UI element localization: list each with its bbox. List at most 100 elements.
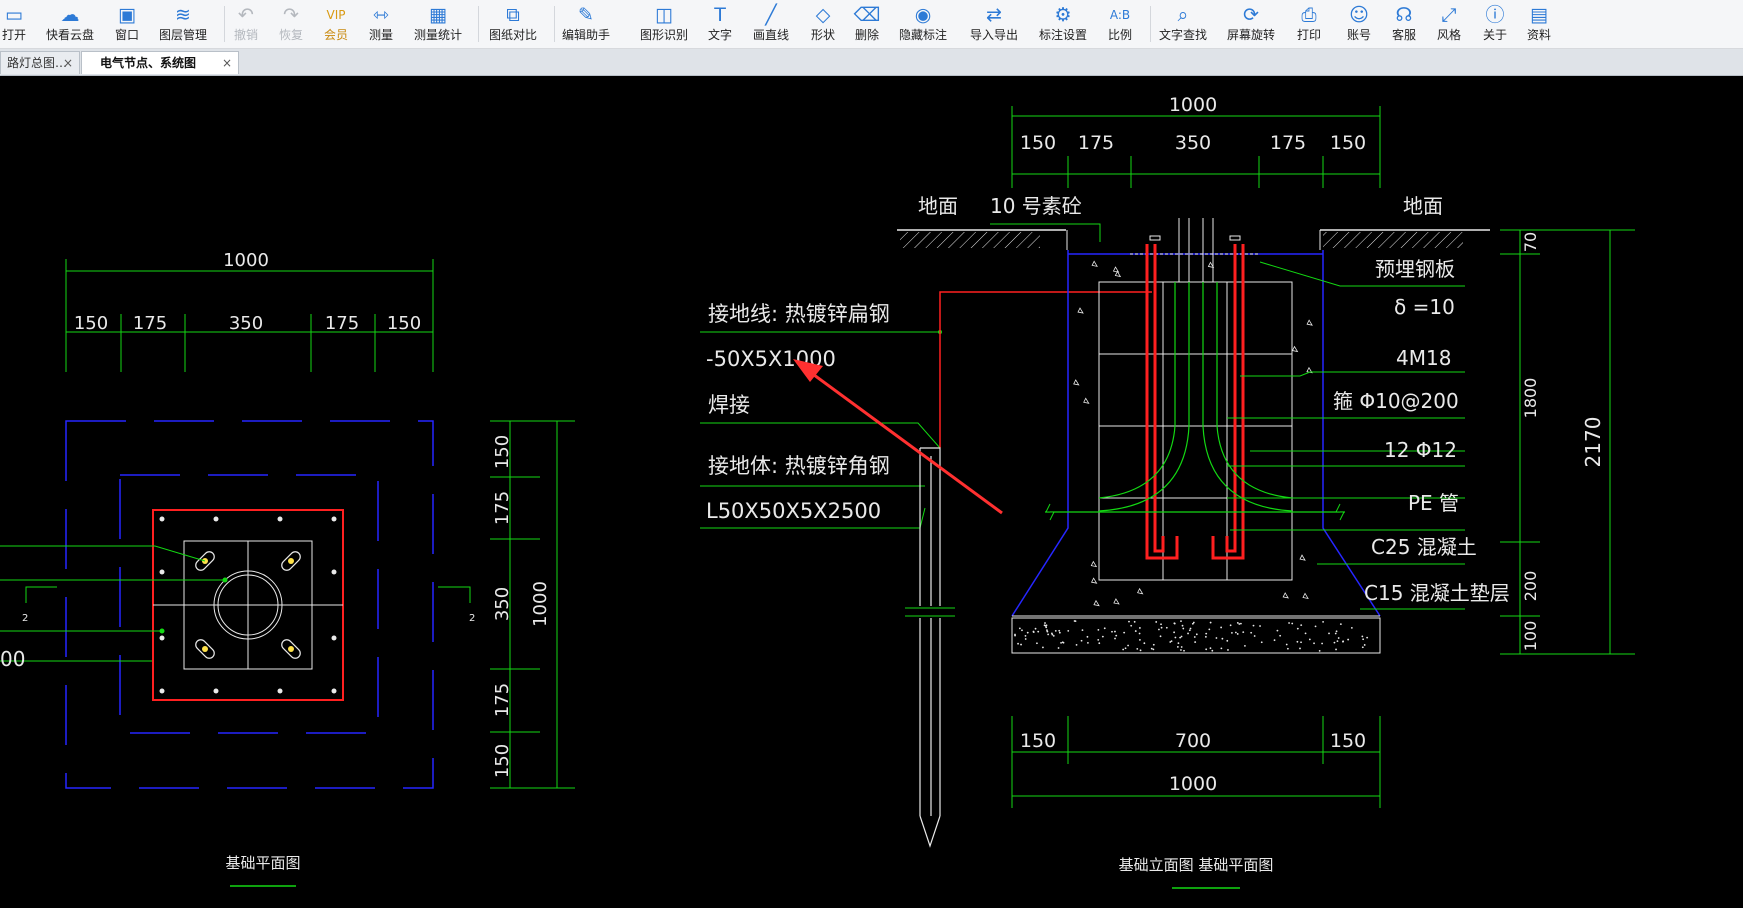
window-icon: ▣ <box>118 4 136 26</box>
measure-stats-button[interactable]: ▦ 测量统计 <box>408 0 468 48</box>
customer-service-button[interactable]: ☊ 客服 <box>1374 0 1434 48</box>
plan-partial-value: 00 <box>0 647 25 671</box>
pe-pipe-label: PE 管 <box>1408 491 1459 515</box>
delete-button[interactable]: ⌫删除 <box>837 0 897 48</box>
toolbar-label: 账号 <box>1346 28 1371 42</box>
eraser-icon: ⌫ <box>853 4 881 26</box>
style-button[interactable]: ⤢风格 <box>1419 0 1479 48</box>
ground-label-right: 地面 <box>1403 194 1443 218</box>
hide-annotation-button[interactable]: ◉隐藏标注 <box>893 0 953 48</box>
toolbar-label: 导入导出 <box>969 28 1018 42</box>
plan-side-dim: 150 <box>492 435 513 469</box>
cloud-drive-button[interactable]: ☁快看云盘 <box>40 0 100 48</box>
layer-manager-button[interactable]: ≋图层管理 <box>153 0 213 48</box>
tab-electrical-nodes[interactable]: 电气节点、系统图 × <box>81 51 239 74</box>
ground-hatch <box>897 229 1490 250</box>
measure-button[interactable]: ⇿测量 <box>351 0 411 48</box>
undo-button[interactable]: ↶撤销 <box>216 0 276 48</box>
toolbar-label: 资料 <box>1526 28 1551 42</box>
close-icon[interactable]: × <box>62 56 73 70</box>
toolbar-label: 测量统计 <box>413 28 462 42</box>
toolbar-separator <box>1150 6 1151 42</box>
plan-blue-outline <box>65 420 434 789</box>
stirrup-label: 箍 Φ10@200 <box>1333 389 1459 413</box>
section-right-dimension <box>1500 229 1635 655</box>
section-view: 1000 150 175 350 175 150 地面 10 号素砼 地面 <box>897 94 1635 889</box>
redo-icon: ↷ <box>283 4 299 26</box>
rotate-screen-icon: ⟳ <box>1243 4 1259 26</box>
tab-label: 电气节点、系统图 <box>100 56 197 70</box>
section-side-dim: 1800 <box>1521 378 1540 419</box>
close-icon[interactable]: × <box>221 56 232 70</box>
tab-streetlight-plan[interactable]: 路灯总图… × <box>0 51 80 74</box>
shape-recognition-button[interactable]: ◫图形识别 <box>634 0 694 48</box>
shape-icon: ◇ <box>815 4 831 26</box>
folder-open-icon: ▭ <box>5 4 23 26</box>
annotation-settings-icon: ⚙ <box>1054 4 1072 26</box>
plan-side-dim: 175 <box>492 683 513 717</box>
edit-assistant-icon: ✎ <box>578 4 594 26</box>
section-side-total: 2170 <box>1581 417 1605 468</box>
cloud-icon: ☁ <box>60 4 80 26</box>
drawing-canvas[interactable]: 1000 150 175 350 175 150 <box>0 76 1743 904</box>
toolbar-label: 窗口 <box>114 28 139 42</box>
redo-button[interactable]: ↷恢复 <box>261 0 321 48</box>
plan-side-dim: 175 <box>492 491 513 525</box>
plan-dim: 175 <box>325 313 359 334</box>
text-search-button[interactable]: ⌕文字查找 <box>1153 0 1213 48</box>
materials-icon: ▤ <box>1530 4 1548 26</box>
vip-icon: VIP <box>326 8 346 22</box>
toolbar-label: 客服 <box>1391 28 1416 42</box>
rod-break-marks <box>905 607 955 617</box>
plan-bolt-slots <box>195 551 301 659</box>
user-icon: ☺ <box>1349 4 1369 26</box>
c25-concrete-label: C25 混凝土 <box>1371 535 1477 559</box>
headset-icon: ☊ <box>1395 4 1413 26</box>
foundation-interior <box>1011 218 1381 654</box>
plan-total-width: 1000 <box>223 250 269 271</box>
plan-side-dim: 350 <box>492 587 513 621</box>
measure-stats-icon: ▦ <box>429 4 447 26</box>
grounding-body-spec: L50X50X5X2500 <box>706 499 881 523</box>
toolbar-separator <box>554 6 555 42</box>
drawing-compare-button[interactable]: ⧉图纸对比 <box>483 0 543 48</box>
draw-line-button[interactable]: ╱画直线 <box>741 0 801 48</box>
account-button[interactable]: ☺ 账号 <box>1329 0 1389 48</box>
line-icon: ╱ <box>765 4 777 26</box>
toolbar-label: 屏幕旋转 <box>1226 28 1275 42</box>
import-export-icon: ⇄ <box>986 4 1002 26</box>
section-total-width: 1000 <box>1169 94 1217 116</box>
grounding-detail: 接地线: 热镀锌扁钢 -50X5X1000 焊接 接地体: 热镀锌角钢 L50X… <box>700 291 1152 848</box>
pe-pipe-curves <box>1045 282 1345 513</box>
annotation-settings-button[interactable]: ⚙标注设置 <box>1033 0 1093 48</box>
plan-side-dim: 150 <box>492 744 513 778</box>
shape-recognition-icon: ◫ <box>655 4 673 26</box>
toolbar-separator <box>224 6 225 42</box>
import-export-button[interactable]: ⇄ 导入导出 <box>964 0 1024 48</box>
bolt-spec-label: 4M18 <box>1396 346 1451 370</box>
anchor-bolts <box>1145 244 1245 560</box>
materials-button[interactable]: ▤ 资料 <box>1509 0 1569 48</box>
shape-button[interactable]: ◇形状 <box>793 0 853 48</box>
section-bottom-dim: 150 <box>1330 730 1366 752</box>
section-title: 基础立面图 基础平面图 <box>1119 856 1274 874</box>
section-bottom-dim: 150 <box>1020 730 1056 752</box>
rotate-screen-button[interactable]: ⟳ 屏幕旋转 <box>1221 0 1281 48</box>
open-button[interactable]: ▭打开 <box>0 0 44 48</box>
tab-label: 路灯总图… <box>7 56 68 70</box>
print-button[interactable]: ⎙打印 <box>1279 0 1339 48</box>
toolbar-label: 撤销 <box>233 28 258 42</box>
grounding-line-label: 接地线: 热镀锌扁钢 <box>708 302 890 326</box>
toolbar-label: 关于 <box>1482 28 1507 42</box>
bolt-nut-left <box>1149 235 1161 241</box>
edit-assistant-button[interactable]: ✎编辑助手 <box>556 0 616 48</box>
bolt-nut-right <box>1229 235 1241 241</box>
window-button[interactable]: ▣ 窗口 <box>97 0 157 48</box>
plan-dim: 175 <box>133 313 167 334</box>
section-side-dim: 200 <box>1521 571 1540 602</box>
weld-label: 焊接 <box>708 393 750 417</box>
